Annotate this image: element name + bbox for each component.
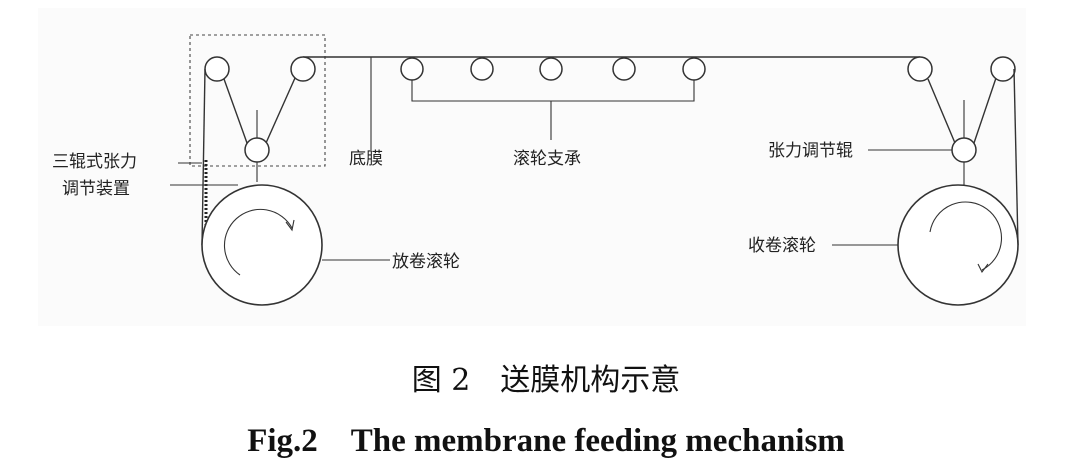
- film-path: [973, 77, 997, 144]
- tension-roller-right-bottom: [951, 137, 977, 163]
- tension-device-box: [189, 34, 326, 167]
- rewind-arrowhead: [977, 263, 989, 274]
- unwind-rotation-arrow: [223, 208, 293, 276]
- tension-device-label-line1: 三辊式张力: [52, 152, 137, 172]
- support-roller: [682, 57, 706, 81]
- support-roller: [400, 57, 424, 81]
- film-path: [223, 78, 248, 144]
- unwind-roller: [201, 184, 323, 306]
- roller-support-bracket: [411, 80, 695, 140]
- film-path: [927, 78, 956, 144]
- unwind-arrowhead: [285, 219, 295, 232]
- support-roller: [470, 57, 494, 81]
- film-path: [201, 68, 206, 246]
- tension-roller-left-top-b: [290, 56, 316, 82]
- film-path: [265, 77, 296, 144]
- support-roller: [539, 57, 563, 81]
- tension-device-label-line2: 调节装置: [62, 179, 130, 199]
- tension-roller-right-top-a: [907, 56, 933, 82]
- roller-support-label: 滚轮支承: [513, 149, 581, 169]
- tension-roller-label: 张力调节辊: [768, 141, 853, 161]
- support-roller: [612, 57, 636, 81]
- rewind-rotation-arrow: [929, 201, 1003, 271]
- film-path: [1013, 68, 1019, 246]
- unwind-roller-label: 放卷滚轮: [392, 252, 460, 272]
- caption-chinese: 图 2 送膜机构示意: [411, 363, 681, 398]
- tension-roller-left-bottom: [244, 137, 270, 163]
- base-film-label: 底膜: [349, 149, 383, 169]
- tension-roller-right-top-b: [990, 56, 1016, 82]
- rewind-roller-label: 收卷滚轮: [748, 236, 816, 256]
- tension-roller-left-top-a: [204, 56, 230, 82]
- caption-english: Fig.2 The membrane feeding mechanism: [247, 423, 845, 459]
